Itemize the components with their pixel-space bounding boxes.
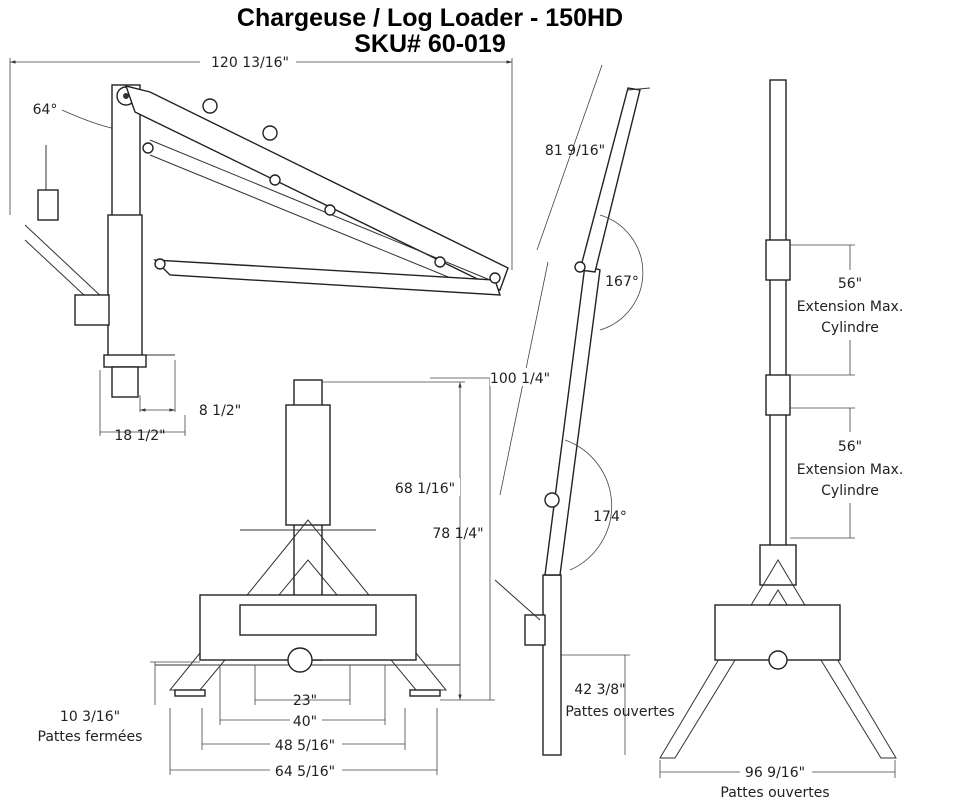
- dim-width-40: 40": [293, 714, 317, 730]
- dim-leg-height-note: Pattes fermées: [38, 729, 143, 745]
- dim-ext1-note2: Cylindre: [821, 320, 879, 336]
- dim-upper-length: 81 9/16": [545, 143, 605, 159]
- dim-width-48: 48 5/16": [275, 738, 335, 754]
- dim-width-64: 64 5/16": [275, 764, 335, 780]
- dim-offset-base: 18 1/2": [114, 428, 165, 444]
- dim-raised-height: 42 3/8": [574, 682, 625, 698]
- dim-ext1-note1: Extension Max.: [797, 299, 904, 315]
- dim-leg-height: 10 3/16": [60, 709, 120, 725]
- dim-overall-length: 120 13/16": [211, 55, 289, 71]
- dim-ext2-note1: Extension Max.: [797, 462, 904, 478]
- dim-lower-length: 100 1/4": [490, 371, 550, 387]
- rear-view: 56" Extension Max. Cylindre 56" Extensio…: [659, 79, 904, 801]
- dim-upper-angle: 167°: [605, 274, 639, 290]
- dim-rear-width: 96 9/16": [745, 765, 805, 781]
- dim-ext2-note2: Cylindre: [821, 483, 879, 499]
- dim-raised-height-note: Pattes ouvertes: [565, 704, 674, 720]
- dim-lower-angle: 174°: [593, 509, 627, 525]
- dim-width-23: 23": [293, 693, 317, 709]
- dim-angle-64: 64°: [33, 102, 58, 118]
- title-line1: Chargeuse / Log Loader - 150HD: [237, 4, 623, 32]
- front-view: 68 1/16" 78 1/4" 10 3/16" Pattes fermées…: [38, 377, 495, 780]
- dim-height-total: 78 1/4": [432, 526, 483, 542]
- dim-ext2: 56": [838, 439, 862, 455]
- dim-ext1: 56": [838, 276, 862, 292]
- dim-rear-width-note: Pattes ouvertes: [720, 785, 829, 801]
- title-line2: SKU# 60-019: [354, 30, 505, 58]
- side-view: 120 13/16" 64° 8 1/2" 18 1/2": [9, 52, 513, 444]
- raised-view: 81 9/16" 167° 100 1/4" 174° 42 3/8" Patt…: [490, 64, 675, 756]
- dim-height-mast: 68 1/16": [395, 481, 455, 497]
- dim-offset-small: 8 1/2": [199, 403, 241, 419]
